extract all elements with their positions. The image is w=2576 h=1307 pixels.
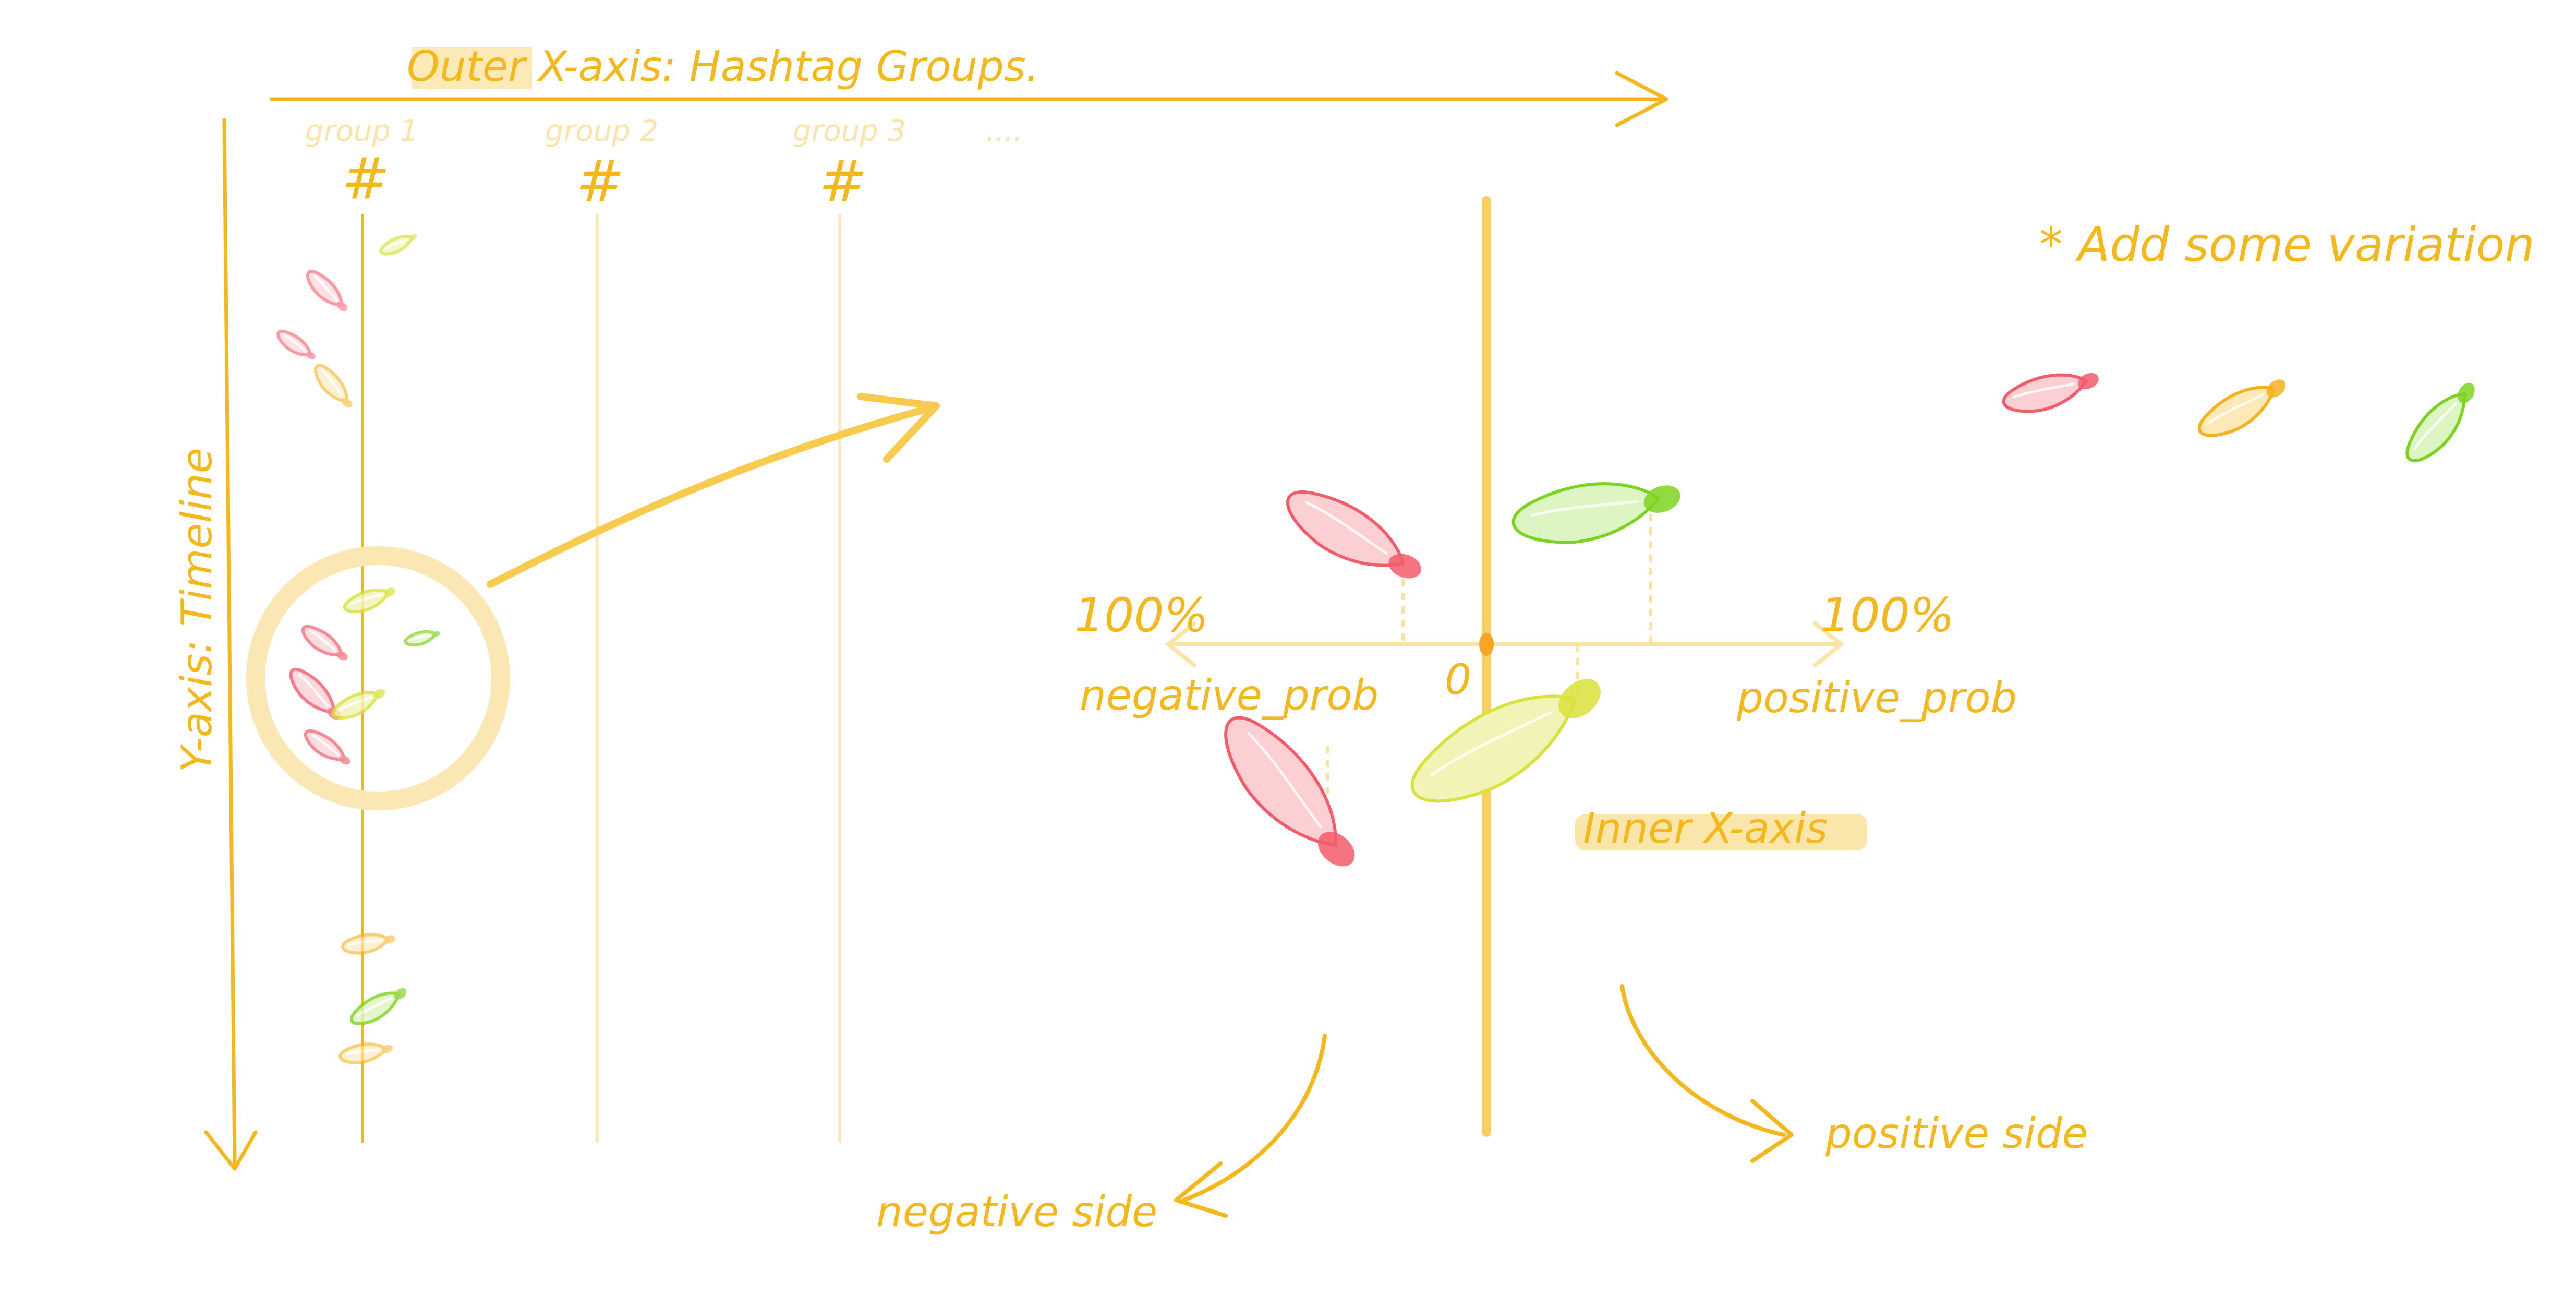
timeline-seed [404, 630, 440, 647]
positive-max-label: 100% [1820, 588, 1954, 643]
zero-label: 0 [1445, 655, 1471, 704]
outer-x-axis-label: Outer X-axis: Hashtag Groups. [407, 42, 1039, 91]
timeline-seed [276, 329, 316, 359]
timeline-seed [304, 729, 350, 765]
hashtag-icon: # [819, 148, 867, 214]
variation-legend [2002, 373, 2475, 462]
y-axis-label: Y-axis: Timeline [173, 448, 221, 772]
group-columns [361, 214, 841, 1143]
variation-note: * Add some variation [2039, 218, 2535, 272]
timeline-seeds [276, 234, 440, 1064]
inner-axis-label: Inner X-axis [1583, 804, 1828, 853]
inner-seed-negative [1224, 716, 1355, 867]
inner-seed-positive [1511, 482, 1680, 544]
timeline-seed [338, 1042, 393, 1064]
groups-ellipsis: .... [986, 114, 1023, 148]
negative-side-arrow [1182, 1034, 1327, 1202]
legend-seed-positive [2405, 382, 2475, 462]
hashtag-icon: # [576, 148, 624, 214]
x-axis-label-highlight [412, 47, 532, 89]
positive-side-arrow [1620, 984, 1786, 1137]
outer-x-axis [269, 71, 1668, 127]
inner-seed-negative [1286, 490, 1421, 579]
negative-prob-label: negative_prob [1080, 671, 1378, 720]
negative-side-arrowhead [1174, 1161, 1228, 1218]
timeline-seed [301, 625, 348, 661]
zoom-arrowhead [857, 393, 940, 463]
inner-seed-positive [1410, 679, 1601, 803]
group-label-2: group 2 [545, 114, 658, 148]
zero-marker [1479, 633, 1494, 656]
zoom-circle [246, 546, 510, 810]
inner-seeds [1224, 482, 1680, 867]
timeline-seed [379, 234, 417, 256]
timeline-seed [331, 689, 385, 720]
negative-max-label: 100% [1074, 588, 1208, 643]
timeline-seed [343, 587, 395, 614]
legend-seed-neutral [2197, 379, 2286, 437]
y-axis [204, 118, 258, 1171]
inner-x-axis [1165, 621, 1845, 667]
inner-axis-highlight [1575, 814, 1867, 850]
group-label-1: group 1 [305, 114, 418, 148]
timeline-seed [341, 933, 396, 955]
group-label-3: group 3 [793, 114, 906, 148]
negative-side-label: negative side [876, 1188, 1157, 1236]
positive-side-arrowhead [1750, 1099, 1794, 1163]
positive-side-label: positive side [1825, 1109, 2088, 1158]
positive-prob-label: positive_prob [1736, 674, 2017, 722]
legend-seed-negative [2002, 373, 2099, 413]
timeline-seed [306, 270, 348, 311]
zoom-arrow [487, 403, 937, 588]
timeline-seed [314, 364, 353, 408]
timeline-seed [349, 988, 407, 1025]
hashtag-icon: # [342, 145, 390, 212]
